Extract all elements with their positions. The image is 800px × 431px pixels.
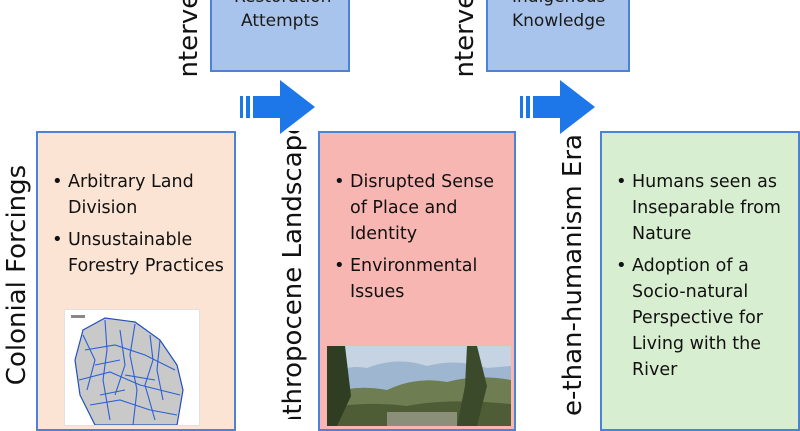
intervention-box-text: Restoration Attempts — [234, 0, 331, 31]
bullet-item: Disrupted Sense of Place and Identity — [334, 169, 504, 247]
intervention-box-text: Indigenous Knowledge — [512, 0, 606, 31]
bullet-item: Humans seen as Inseparable from Nature — [616, 169, 788, 247]
bullet-item: Arbitrary Land Division — [52, 169, 224, 221]
bullet-list: Humans seen as Inseparable from Nature A… — [616, 169, 788, 389]
stage-box-more-than-humanism: Humans seen as Inseparable from Nature A… — [600, 131, 800, 431]
map-network-image — [64, 309, 200, 426]
flow-arrow-icon — [520, 80, 595, 134]
stage-label-anthropocene: nthropocene Landscape — [278, 131, 308, 419]
intervention-2-label: Interve — [450, 0, 480, 78]
intervention-box-indigenous: Indigenous Knowledge — [486, 0, 630, 72]
stage-label-colonial: Colonial Forcings — [2, 164, 32, 386]
bullet-item: Adoption of a Socio-natural Perspective … — [616, 253, 788, 383]
bullet-list: Disrupted Sense of Place and Identity En… — [334, 169, 504, 311]
bullet-item: Environmental Issues — [334, 253, 504, 305]
intervention-1-label: Interve — [174, 0, 204, 78]
stage-label-more-than-humanism: e-than-humanism Era — [558, 134, 588, 416]
landscape-photo — [327, 346, 511, 426]
bullet-item: Unsustainable Forestry Practices — [52, 227, 224, 279]
flow-arrow-icon — [240, 80, 315, 134]
bullet-list: Arbitrary Land Division Unsustainable Fo… — [52, 169, 224, 285]
intervention-box-restoration: Restoration Attempts — [210, 0, 350, 72]
